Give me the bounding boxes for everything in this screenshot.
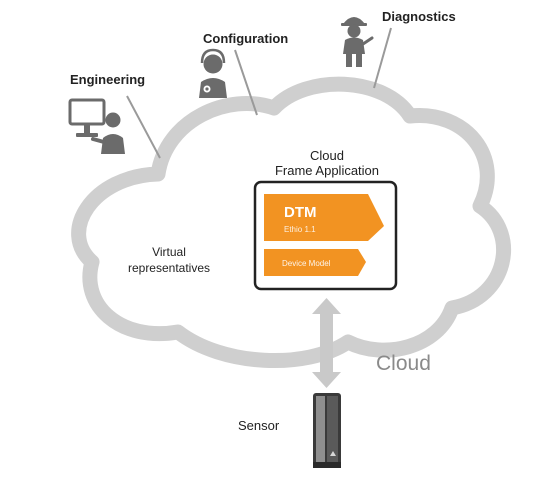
cloud-frame-title-line2: Frame Application [275,163,379,178]
engineering-connector [126,95,161,159]
diagnostics-connector [373,27,392,89]
configuration-label: Configuration [203,31,288,46]
device-model-block [264,249,366,276]
bidirectional-arrow [312,298,341,388]
person-with-headset-icon [199,48,227,98]
dtm-block [264,194,384,241]
diagnostics-label: Diagnostics [382,9,456,24]
dtm-title: DTM [284,204,317,221]
virtual-label-line2: representatives [128,261,210,275]
dtm-subtitle: Ethio 1.1 [284,225,316,234]
person-with-hardhat-icon [341,17,374,67]
virtual-label-line1: Virtual [152,245,186,259]
sensor-device-icon [313,393,341,468]
device-model-label: Device Model [282,259,331,268]
cloud-frame-title-line1: Cloud [310,148,344,163]
engineering-label: Engineering [70,72,145,87]
cloud-label: Cloud [376,352,431,375]
person-at-computer-icon [68,98,125,154]
configuration-connector [234,49,258,116]
sensor-label: Sensor [238,418,280,433]
